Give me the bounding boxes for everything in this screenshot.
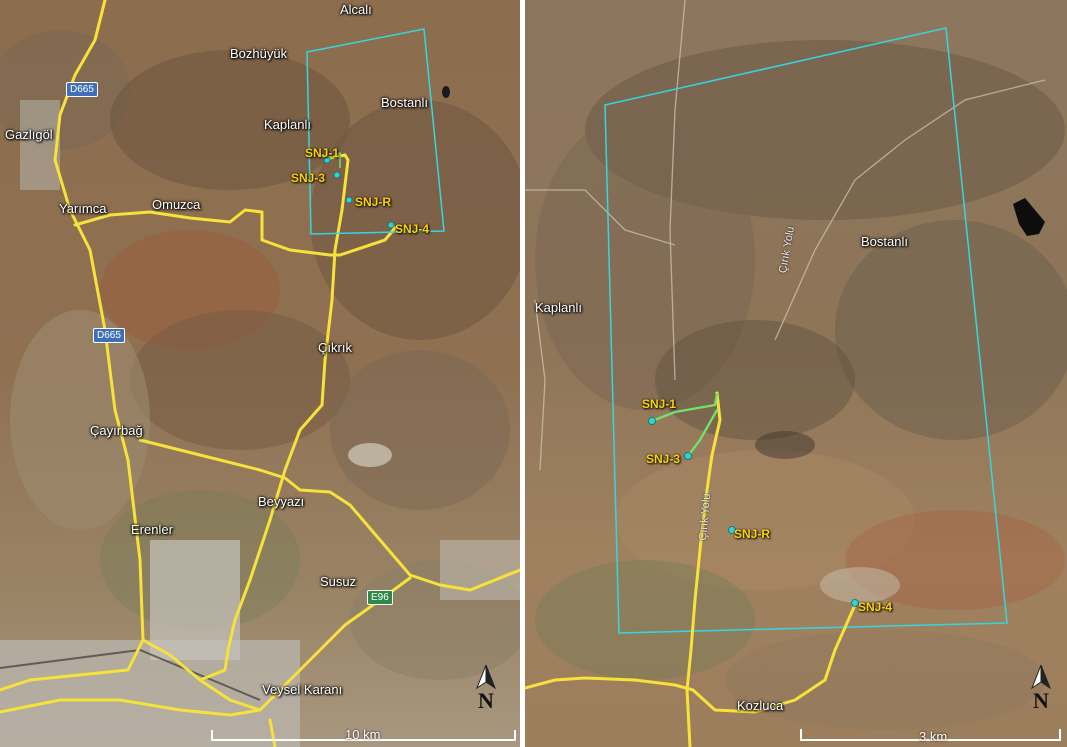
place-label: Kaplanlı <box>264 117 311 132</box>
place-label: Çıkrık <box>318 340 352 355</box>
site-marker-snjr[interactable] <box>728 526 736 534</box>
place-label: Erenler <box>131 522 173 537</box>
study-area-map-panel[interactable]: Bostanlı Kaplanlı Kozluca Çırık Yolu Çır… <box>525 0 1067 747</box>
site-label-snj4: SNJ-4 <box>858 600 893 614</box>
site-label-snj1: SNJ-1 <box>305 146 340 160</box>
north-arrow-icon <box>475 664 497 690</box>
scale-label: 3 km <box>919 729 948 744</box>
site-marker-snj3[interactable] <box>333 171 341 179</box>
north-arrow: N <box>473 664 499 714</box>
site-marker-snj3[interactable] <box>684 452 692 460</box>
site-marker-snj4[interactable] <box>851 599 859 607</box>
north-letter: N <box>478 688 494 713</box>
study-area-satellite-map[interactable] <box>525 0 1067 747</box>
place-label: Veysel Karanı <box>262 682 343 697</box>
place-label: Bostanlı <box>381 95 428 110</box>
place-label: Beyyazı <box>258 494 305 509</box>
north-arrow-icon <box>1030 664 1052 690</box>
site-label-snj1: SNJ-1 <box>642 397 677 411</box>
place-label: Kaplanlı <box>535 300 582 315</box>
site-label-snj3: SNJ-3 <box>646 452 681 466</box>
regional-satellite-map[interactable] <box>0 0 520 747</box>
place-label: Bostanlı <box>861 234 908 249</box>
road-shield-e96: E96 <box>367 590 393 605</box>
place-label: Omuzca <box>152 197 201 212</box>
road-shield-d665: D665 <box>93 328 125 343</box>
site-label-snj4: SNJ-4 <box>395 222 430 236</box>
scale-bar <box>211 730 516 741</box>
place-label: Yarımca <box>59 201 107 216</box>
place-label: Alcalı <box>340 2 372 17</box>
site-marker-snj1[interactable] <box>323 156 331 164</box>
regional-map-panel[interactable]: Alcalı Bozhüyük Bostanlı Kaplanlı Gazlıg… <box>0 0 520 747</box>
site-label-snjr: SNJ-R <box>734 527 771 541</box>
site-label-snjr: SNJ-R <box>355 195 392 209</box>
place-label: Kozluca <box>737 698 784 713</box>
site-marker-snj4[interactable] <box>387 221 395 229</box>
place-label: Gazlıgöl <box>5 127 53 142</box>
north-letter: N <box>1033 688 1049 713</box>
site-marker-snj1[interactable] <box>648 417 656 425</box>
place-label: Susuz <box>320 574 357 589</box>
place-label: Çayırbağ <box>90 423 143 438</box>
site-marker-snjr[interactable] <box>345 196 353 204</box>
north-arrow: N <box>1028 664 1054 714</box>
scale-label: 10 km <box>345 727 381 742</box>
scale-bar <box>800 729 1061 741</box>
place-label: Bozhüyük <box>230 46 288 61</box>
site-label-snj3: SNJ-3 <box>291 171 326 185</box>
road-shield-d665: D665 <box>66 82 98 97</box>
